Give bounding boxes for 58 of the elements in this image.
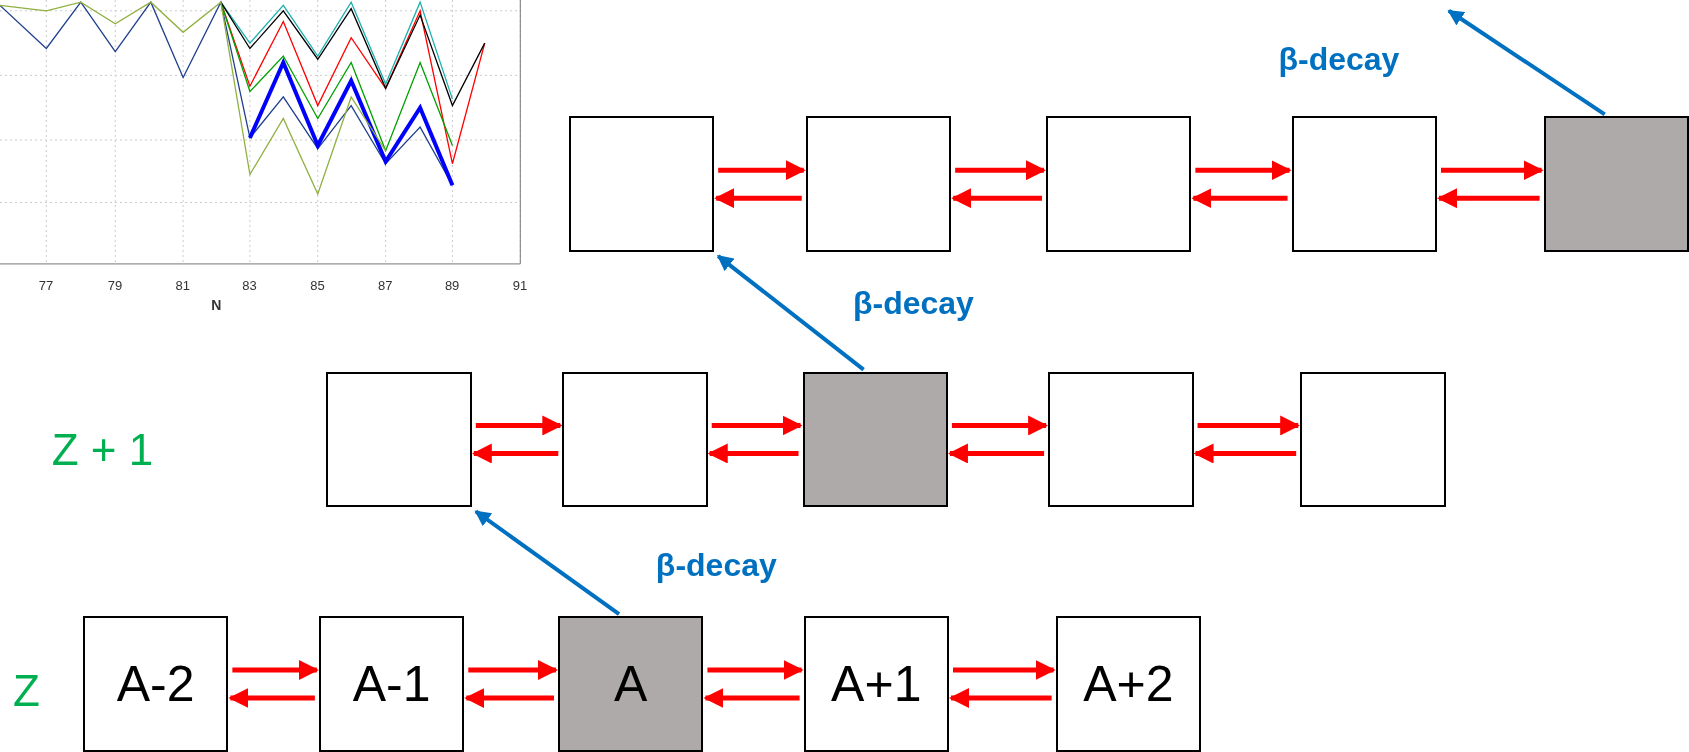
reaction-arrow: [1195, 160, 1292, 181]
shaded-box: [802, 371, 948, 508]
reaction-arrow: [232, 660, 319, 680]
reaction-arrow: [1191, 188, 1288, 209]
reaction-arrow: [1197, 415, 1301, 436]
nuclide-box: [568, 116, 715, 253]
tick-label: 89: [444, 277, 460, 293]
nuclide-label: A: [614, 655, 648, 713]
row-label: Z + 1: [51, 425, 154, 476]
nuclide-box: [1045, 116, 1192, 253]
nuclide-box: [1291, 116, 1437, 253]
reaction-arrow: [471, 443, 559, 464]
tick-label: 79: [107, 277, 123, 293]
reaction-arrow: [475, 415, 563, 436]
nuclide-box: [1048, 371, 1194, 508]
shaded-box: [558, 616, 704, 752]
decay-arrow: [716, 254, 865, 372]
nuclide-box: [562, 371, 708, 508]
nuclide-box: [326, 371, 472, 508]
reaction-arrow: [1437, 188, 1540, 209]
reaction-arrow: [468, 660, 558, 680]
reaction-arrow: [955, 160, 1046, 181]
reaction-arrow: [949, 688, 1052, 708]
reaction-arrow: [707, 443, 799, 464]
shaded-box: [1543, 116, 1689, 253]
axis-label: N: [211, 297, 222, 314]
nuclide-box: [1300, 371, 1446, 508]
nuclide-label: A+2: [1083, 655, 1174, 713]
reaction-arrow: [703, 688, 800, 708]
tick-label: 91: [512, 277, 528, 293]
reaction-arrow: [947, 443, 1045, 464]
tick-label: 81: [175, 277, 191, 293]
reaction-arrow: [228, 688, 315, 708]
reaction-arrow: [464, 688, 554, 708]
decay-arrow: [474, 509, 621, 616]
nuclide-box: [805, 116, 952, 253]
reaction-arrow: [711, 415, 803, 436]
nuclide-box: [318, 616, 465, 752]
tick-label: 87: [378, 277, 393, 293]
nuclide-label: A-1: [352, 655, 431, 713]
row-label: Z: [12, 665, 40, 716]
reaction-arrow: [951, 415, 1049, 436]
reaction-arrow: [714, 188, 802, 209]
reaction-arrow: [951, 188, 1042, 209]
reaction-arrow: [953, 660, 1056, 680]
tick-label: 77: [38, 277, 54, 293]
tick-label: 83: [242, 277, 257, 293]
decay-arrow: [1447, 9, 1606, 116]
reaction-arrow: [718, 160, 806, 181]
nuclide-box: [803, 616, 949, 752]
reaction-arrow: [1441, 160, 1544, 181]
nuclide-box: [82, 616, 229, 752]
nuclide-box: [1055, 616, 1202, 752]
nuclide-label: A-2: [116, 655, 195, 713]
reaction-arrow: [1193, 443, 1297, 464]
nuclide-label: A+1: [831, 655, 922, 713]
tick-label: 85: [310, 277, 325, 293]
reaction-arrow: [707, 660, 804, 680]
